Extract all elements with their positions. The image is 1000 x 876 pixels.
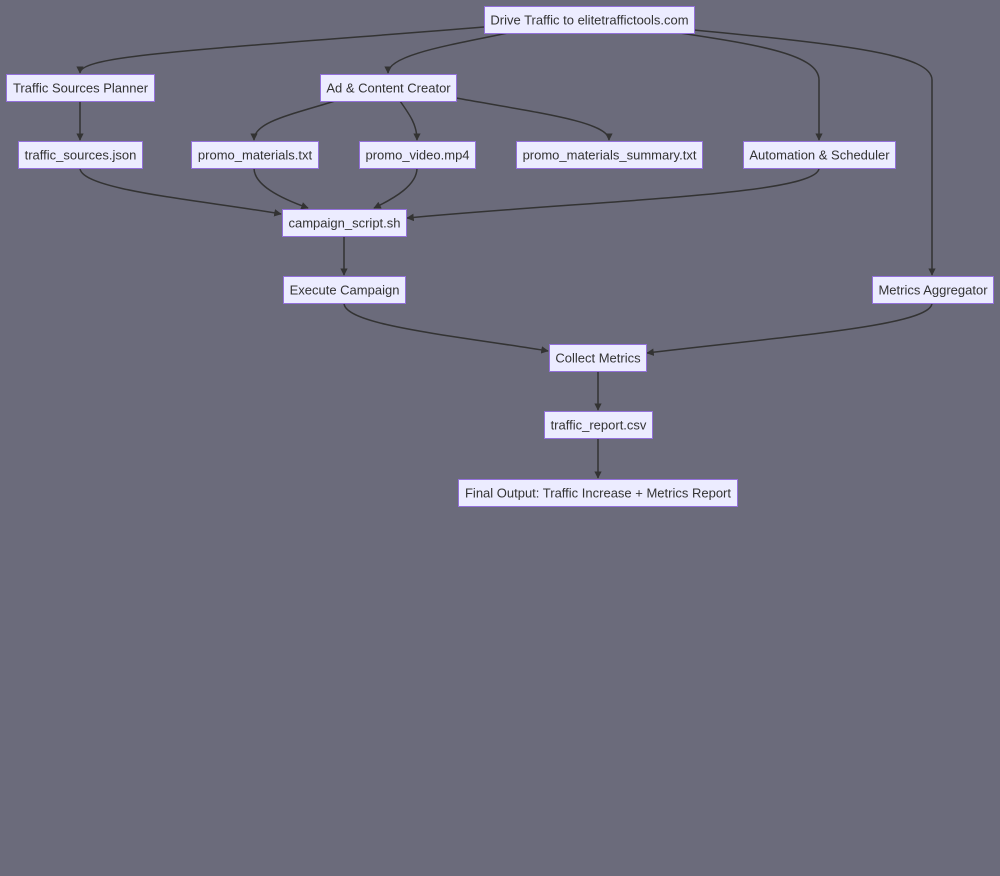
node-box [359, 141, 476, 169]
edge-C-F [399, 100, 421, 141]
edge-D-I [79, 167, 282, 217]
node-box [516, 141, 703, 169]
node-box [872, 276, 994, 304]
node-B[interactable]: Traffic Sources Planner [6, 74, 155, 102]
node-F[interactable]: promo_video.mp4 [359, 141, 476, 169]
node-box [549, 344, 647, 372]
node-box [283, 276, 406, 304]
edge-C-G [455, 97, 613, 141]
node-L[interactable]: Collect Metrics [549, 344, 647, 372]
node-D[interactable]: traffic_sources.json [18, 141, 143, 169]
node-E[interactable]: promo_materials.txt [191, 141, 319, 169]
edge-C-E [250, 100, 336, 141]
node-box [484, 6, 695, 34]
node-label: Traffic Sources Planner [13, 81, 149, 96]
node-J[interactable]: Execute Campaign [283, 276, 406, 304]
node-C[interactable]: Ad & Content Creator [320, 74, 457, 102]
edge-J-L [343, 302, 549, 354]
node-H[interactable]: Automation & Scheduler [743, 141, 896, 169]
node-box [18, 141, 143, 169]
node-label: traffic_sources.json [25, 148, 137, 163]
node-label: Metrics Aggregator [878, 283, 988, 298]
node-M[interactable]: traffic_report.csv [544, 411, 653, 439]
edge-K-L [646, 302, 933, 356]
node-box [191, 141, 319, 169]
edge-A-B [76, 26, 485, 74]
node-label: Collect Metrics [555, 351, 641, 366]
node-label: Ad & Content Creator [326, 81, 451, 96]
node-label: Automation & Scheduler [749, 148, 890, 163]
node-N[interactable]: Final Output: Traffic Increase + Metrics… [458, 479, 738, 507]
node-label: traffic_report.csv [551, 418, 647, 433]
node-box [6, 74, 155, 102]
node-I[interactable]: campaign_script.sh [282, 209, 407, 237]
node-box [458, 479, 738, 507]
node-box [282, 209, 407, 237]
node-G[interactable]: promo_materials_summary.txt [516, 141, 703, 169]
node-label: promo_materials.txt [198, 148, 313, 163]
node-label: Execute Campaign [290, 283, 400, 298]
node-A[interactable]: Drive Traffic to elitetraffictools.com [484, 6, 695, 34]
node-label: promo_video.mp4 [365, 148, 469, 163]
node-K[interactable]: Metrics Aggregator [872, 276, 994, 304]
edge-E-I [253, 167, 309, 210]
node-label: Drive Traffic to elitetraffictools.com [490, 13, 688, 28]
node-label: Final Output: Traffic Increase + Metrics… [465, 486, 731, 501]
node-box [544, 411, 653, 439]
node-label: promo_materials_summary.txt [523, 148, 697, 163]
edge-H-I [406, 167, 820, 222]
edge-A-C [384, 32, 509, 74]
edge-A-K [693, 29, 936, 276]
edge-A-H [679, 32, 823, 141]
node-label: campaign_script.sh [289, 216, 401, 231]
node-box [320, 74, 457, 102]
node-box [743, 141, 896, 169]
edge-F-I [373, 167, 418, 209]
